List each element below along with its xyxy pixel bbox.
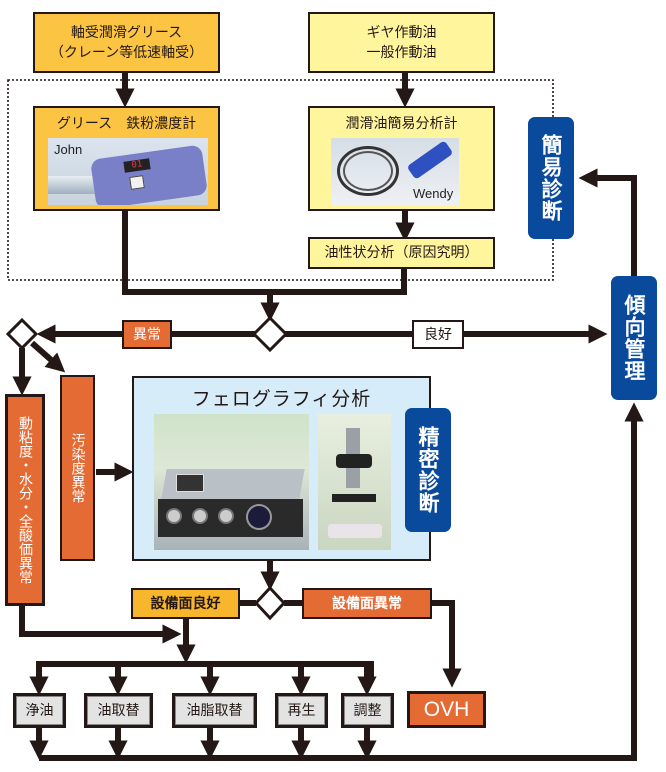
oil-analyzer-cable — [337, 146, 399, 196]
oil-analyzer-box: 潤滑油簡易分析計 Wendy — [308, 106, 495, 211]
action-label: 浄油 — [25, 702, 54, 719]
source-oil-line1: ギヤ作動油 — [366, 24, 437, 41]
main-abnormal-label-box: 異常 — [122, 320, 172, 349]
oil-analyzer-photo: Wendy — [331, 138, 459, 205]
precise-diagnosis-label: 精密診断 — [416, 426, 440, 514]
ferrograph-knob-2 — [192, 508, 208, 524]
grease-meter-photo: John 01 — [48, 138, 208, 205]
main-abnormal-label: 異常 — [133, 326, 161, 343]
grease-meter-title: グリース 鉄粉濃度計 — [56, 116, 197, 132]
source-grease-box: 軸受潤滑グリース （クレーン等低速軸受） — [33, 12, 220, 73]
simple-diagnosis-badge: 簡易診断 — [528, 117, 574, 239]
equipment-good-label: 設備面良好 — [150, 595, 221, 612]
distribution-bar — [36, 661, 374, 680]
contamination-abnormal-label: 汚染度異常 — [69, 433, 86, 503]
precise-diagnosis-badge: 精密診断 — [405, 408, 451, 532]
grease-meter-product-name: John — [54, 142, 83, 157]
oil-analyzer-product-name: Wendy — [413, 186, 454, 201]
grease-meter-body — [90, 144, 208, 205]
action-box-oil-purification: 浄油 — [13, 693, 66, 728]
oil-analyzer-title: 潤滑油簡易分析計 — [345, 116, 458, 132]
oil-property-analysis-box: 油性状分析（原因究明） — [308, 237, 495, 269]
grease-meter-button — [129, 175, 145, 190]
main-decision-diamond — [251, 315, 289, 353]
oil-analyzer-cable-inner — [343, 151, 393, 191]
action-box-oil-replacement: 油取替 — [84, 693, 153, 728]
left-decision-diamond — [5, 317, 39, 351]
viscosity-abnormal-label: 動粘度・水分・全酸価異常 — [17, 416, 33, 584]
source-oil-box: ギヤ作動油 一般作動油 — [308, 12, 495, 73]
ferrograph-photo — [154, 414, 309, 550]
source-grease-line2: （クレーン等低速軸受） — [49, 44, 204, 61]
ferrograph-dial — [246, 504, 272, 530]
equipment-abnormal-box: 設備面異常 — [302, 588, 432, 619]
ferrography-title: フェログラフィ分析 — [191, 388, 372, 410]
equipment-abnormal-label: 設備面異常 — [332, 595, 402, 612]
contamination-abnormal-box: 汚染度異常 — [60, 375, 95, 561]
action-box-adjustment: 調整 — [341, 693, 394, 728]
grease-meter-box: グリース 鉄粉濃度計 John 01 — [33, 106, 220, 211]
action-label: 再生 — [287, 702, 316, 719]
overhaul-label: OVH — [423, 697, 470, 721]
overhaul-box: OVH — [407, 691, 486, 728]
ferrograph-meter — [176, 474, 204, 492]
microscope-head — [336, 454, 372, 468]
action-label: 油取替 — [97, 702, 140, 719]
arrow-abnormal-to-ovh — [432, 600, 462, 688]
source-grease-line1: 軸受潤滑グリース — [70, 24, 183, 41]
action-label: 油脂取替 — [186, 702, 243, 719]
equipment-good-box: 設備面良好 — [131, 588, 240, 619]
source-oil-line2: 一般作動油 — [366, 44, 437, 61]
oil-analyzer-body — [406, 140, 454, 180]
ferrograph-knob-3 — [218, 508, 234, 524]
ferrography-box: フェログラフィ分析 — [132, 376, 431, 561]
simple-diagnosis-label: 簡易診断 — [539, 134, 563, 222]
main-good-label-box: 良好 — [412, 320, 464, 349]
action-box-grease-replacement: 油脂取替 — [172, 693, 257, 728]
viscosity-abnormal-box: 動粘度・水分・全酸価異常 — [5, 394, 45, 606]
grease-meter-display-value: 01 — [130, 159, 143, 171]
action-box-regeneration: 再生 — [275, 693, 328, 728]
microscope-base — [328, 524, 382, 538]
equipment-decision-diamond — [253, 585, 287, 621]
grease-meter-probe — [48, 176, 98, 194]
arrow-to-contamination — [30, 340, 66, 373]
main-good-label: 良好 — [424, 326, 452, 343]
action-label: 調整 — [353, 702, 382, 719]
microscope-photo — [318, 414, 391, 550]
trend-management-label: 傾向管理 — [622, 294, 646, 382]
microscope-stage — [332, 494, 376, 502]
ferrograph-knob-1 — [166, 508, 182, 524]
oil-property-analysis-label: 油性状分析（原因究明） — [324, 245, 479, 261]
trend-management-badge: 傾向管理 — [611, 276, 657, 400]
